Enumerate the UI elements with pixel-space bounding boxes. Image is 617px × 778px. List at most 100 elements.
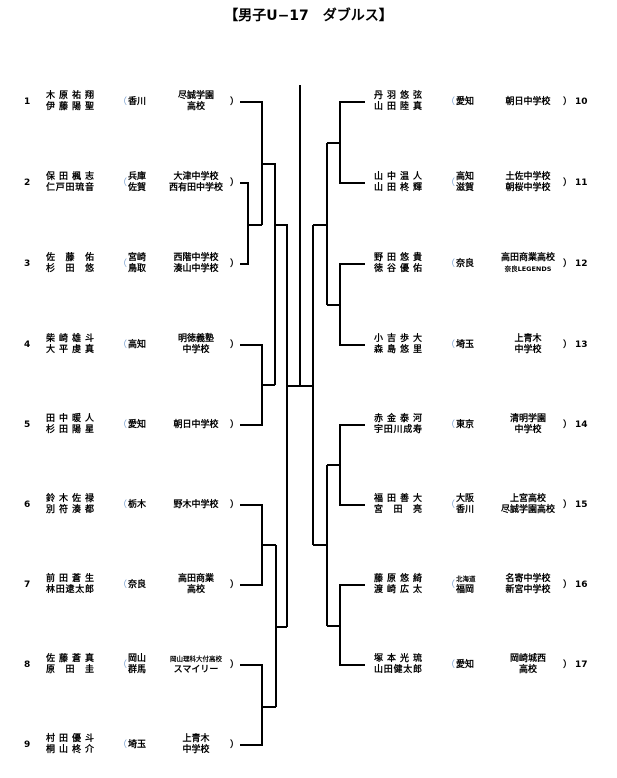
prefecture-line: 滋賀	[456, 183, 475, 193]
player-names-line: 山田健太郎	[374, 665, 422, 675]
prefecture-line: 愛知	[456, 96, 475, 107]
prefecture-line: 愛知	[456, 659, 475, 670]
prefecture-line: 奈良	[128, 579, 147, 590]
school-name-line: 高校	[186, 585, 205, 595]
school-name-line: 中学校	[514, 425, 542, 435]
school-name: 土佐中学校朝桜中学校	[490, 171, 566, 195]
school-name-line: 岡崎城西	[509, 654, 546, 664]
prefecture: 岡山群馬	[128, 653, 154, 677]
prefecture: 埼玉	[456, 333, 482, 357]
bracket-line	[313, 143, 328, 305]
entry-number: 9	[24, 739, 31, 750]
paren-close: ）	[563, 177, 573, 188]
player-names-line: 前田蒼生	[46, 574, 94, 584]
paren-open: （	[118, 739, 128, 750]
school-name-line: 尽誠学園	[177, 91, 214, 101]
entry-number: 11	[575, 177, 588, 188]
school-name: 野木中学校	[158, 493, 234, 517]
bracket-line	[240, 101, 263, 225]
school-name: 上宮高校尽誠学園高校	[490, 493, 566, 517]
prefecture-line: 岡山	[128, 654, 147, 664]
prefecture-line: 鳥取	[128, 264, 147, 274]
player-names-line: 杉田陽星	[46, 425, 94, 435]
school-name: 名寄中学校新宮中学校	[490, 573, 566, 597]
player-names-line: 丹羽悠弦	[374, 91, 422, 101]
player-names-line: 林田逮太郎	[46, 585, 94, 595]
paren-open: （	[446, 419, 456, 430]
player-names: 佐藤佑杉田悠	[46, 252, 94, 276]
player-names-line: 山田柊輝	[374, 183, 422, 193]
entry-number: 4	[24, 339, 31, 350]
paren-open: （	[446, 96, 456, 107]
player-names-line: 佐藤佑	[46, 253, 94, 263]
paren-close: ）	[230, 177, 240, 188]
bracket-line	[240, 182, 262, 265]
school-name: 岡崎城西高校	[490, 653, 566, 677]
prefecture-line: 高知	[128, 339, 147, 350]
paren-close: ）	[563, 258, 573, 269]
paren-open: （	[118, 96, 128, 107]
prefecture: 大阪香川	[456, 493, 482, 517]
prefecture: 宮崎鳥取	[128, 252, 154, 276]
bracket-line	[327, 584, 365, 666]
player-names: 柴崎雄斗大平虔真	[46, 333, 94, 357]
entry-number: 6	[24, 499, 31, 510]
player-names-line: 伊藤陽聖	[46, 102, 94, 112]
paren-open: （	[118, 499, 128, 510]
player-names: 木原祐翔伊藤陽聖	[46, 90, 94, 114]
prefecture-line: 愛知	[128, 419, 147, 430]
school-name-line: 高校	[518, 665, 537, 675]
bracket-line	[327, 101, 365, 184]
school-name-line: 大津中学校	[173, 172, 219, 182]
school-name-line: 上青木	[182, 734, 210, 744]
paren-open: （	[118, 258, 128, 269]
school-name-line: 清明学園	[509, 414, 546, 424]
prefecture-line: 栃木	[128, 499, 147, 510]
prefecture-line: 高知	[456, 172, 475, 182]
entry-number: 12	[575, 258, 588, 269]
player-names: 山中温人山田柊輝	[374, 171, 422, 195]
prefecture-line: 奈良	[456, 258, 475, 269]
prefecture: 愛知	[128, 413, 154, 437]
page-title: 【男子U−17 ダブルス】	[224, 8, 393, 24]
prefecture-line: 群馬	[128, 665, 147, 675]
school-name: 上青木中学校	[490, 333, 566, 357]
school-name: 西階中学校湊山中学校	[158, 252, 234, 276]
paren-open: （	[446, 579, 456, 590]
school-name-line: 朝日中学校	[173, 419, 219, 430]
player-names: 佐藤蒼真原田圭	[46, 653, 94, 677]
bracket-line	[275, 224, 288, 627]
paren-open: （	[118, 579, 128, 590]
paren-open: （	[446, 339, 456, 350]
paren-close: ）	[230, 499, 240, 510]
school-name-line: 上青木	[514, 334, 542, 344]
bracket-line	[327, 263, 365, 346]
school-name-line: 西有田中学校	[168, 183, 223, 193]
player-names-line: 福田善大	[374, 494, 422, 504]
paren-open: （	[118, 659, 128, 670]
player-names-line: 保田楓志	[46, 172, 94, 182]
school-name-line: 名寄中学校	[505, 574, 551, 584]
player-names-line: 藤原悠綺	[374, 574, 422, 584]
prefecture: 兵庫佐賀	[128, 171, 154, 195]
player-names-line: 山中温人	[374, 172, 422, 182]
school-name: 大津中学校西有田中学校	[158, 171, 234, 195]
paren-open: （	[118, 177, 128, 188]
school-name: 明徳義塾中学校	[158, 333, 234, 357]
bracket-line	[327, 424, 365, 506]
entry-number: 17	[575, 659, 588, 670]
player-names-line: 塚本光琉	[374, 654, 422, 664]
bracket-line	[240, 344, 275, 426]
bracket-line	[240, 664, 276, 746]
player-names-line: 山田陸真	[374, 102, 422, 112]
